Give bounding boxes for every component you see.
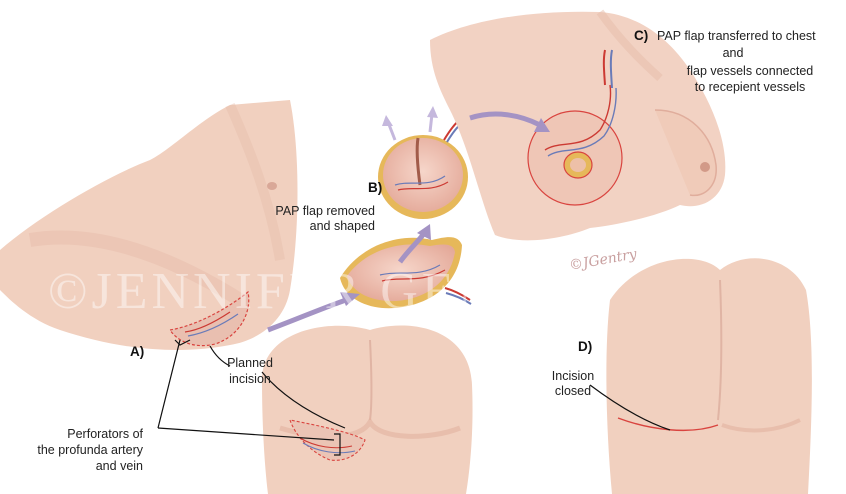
navel-shape (267, 182, 277, 190)
label-d: D) (578, 339, 592, 354)
label-d-line2: closed (555, 384, 591, 398)
label-b-line1: PAP flap removed (275, 204, 375, 218)
round-flap (383, 138, 463, 212)
label-d-line1: Incision (552, 369, 594, 383)
label-planned-line1: Planned (227, 356, 273, 370)
panel-a-torso (0, 100, 298, 350)
leader-incision-closed (589, 384, 671, 431)
label-planned-line2: incision (229, 372, 271, 386)
leader-lines (157, 339, 671, 456)
planned-incision-outline-b (289, 419, 366, 461)
label-perforators-line1: Perforators of (67, 427, 143, 441)
label-b-line2: and shaped (310, 219, 375, 233)
label-c-line4: to recepient vessels (695, 80, 805, 94)
panel-b-flaps (340, 117, 472, 309)
panel-a-buttocks (262, 325, 473, 494)
process-arrows (267, 106, 550, 333)
arrow-b-to-c (469, 111, 542, 128)
label-c-line3: flap vessels connected (687, 64, 814, 78)
bracket-a (174, 339, 191, 346)
leader-perforator-a (157, 339, 181, 429)
label-a: A) (130, 344, 144, 359)
label-c-line2: and (723, 46, 744, 60)
label-c: C) (634, 28, 648, 43)
label-perforators-line3: and vein (96, 459, 143, 473)
label-perforators-line2: the profunda artery (37, 443, 143, 457)
leader-planned-b (261, 371, 346, 429)
leader-planned-a (209, 345, 231, 367)
bracket-b (334, 433, 341, 456)
panel-c-chest (430, 9, 726, 241)
planned-incision-outline-a (168, 290, 250, 347)
panel-d-buttocks (606, 258, 812, 494)
watermark-text: ©JENNIFER GENTRY (48, 263, 612, 320)
leader-perforator-b (157, 427, 335, 441)
nipple-shape (700, 162, 710, 172)
label-b: B) (368, 180, 382, 195)
label-c-line1: PAP flap transferred to chest (657, 29, 816, 43)
